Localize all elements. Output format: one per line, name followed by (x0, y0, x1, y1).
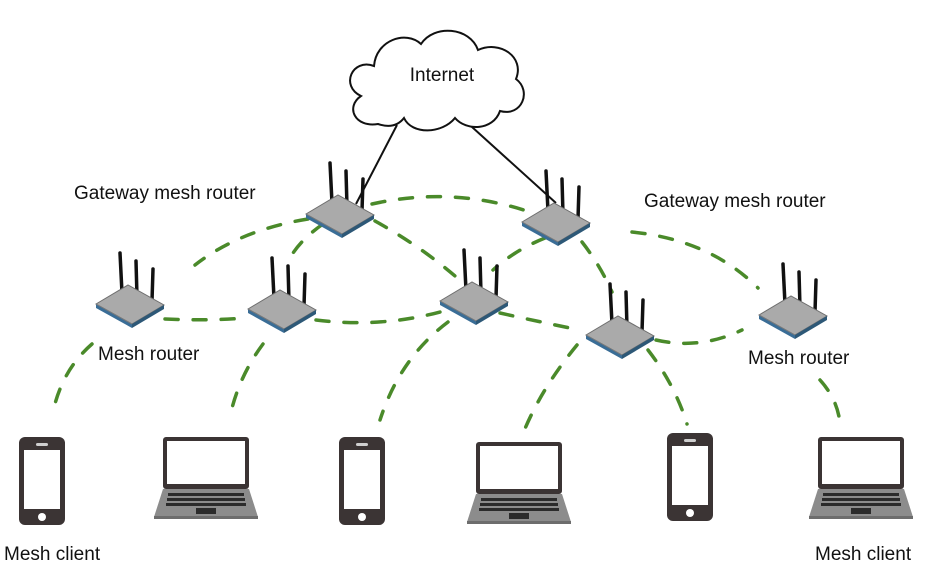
smartphone-icon (339, 437, 385, 525)
link-gw1-mr3 (373, 219, 457, 278)
link-gw2-mr5 (630, 230, 760, 290)
wireless-links (51, 194, 842, 438)
internet-label: Internet (410, 65, 475, 86)
mesh-router-3 (438, 248, 510, 327)
laptop-icon (154, 437, 258, 519)
link-mr4-client5 (646, 348, 689, 426)
mesh-router-right-label: Mesh router (748, 348, 850, 369)
link-mr1-mr2 (163, 316, 247, 322)
wireless-router-icon (757, 262, 829, 341)
link-mr4-mr5 (654, 328, 744, 346)
wireless-router-icon (438, 248, 510, 327)
mesh-client-right-label: Mesh client (815, 544, 912, 565)
link-mr2-client2 (229, 342, 265, 414)
wireless-router-icon (304, 161, 376, 240)
wireless-router-icon (584, 282, 656, 361)
link-gw1-mr1 (193, 217, 310, 267)
laptop-icon (809, 437, 913, 519)
wireless-router-icon (246, 256, 318, 335)
link-mr5-client6 (818, 378, 842, 426)
link-mr3-client3 (378, 320, 450, 422)
mesh-router-left-label: Mesh router (98, 344, 200, 365)
gateway-router-right-label: Gateway mesh router (644, 191, 826, 212)
link-gw2-mr4 (580, 240, 614, 294)
gateway-router-left-label: Gateway mesh router (74, 183, 256, 204)
gateway-router-left (304, 161, 376, 240)
wireless-router-icon (94, 251, 166, 330)
link-mr2-mr3 (314, 310, 442, 325)
link-mr4-client4 (520, 343, 579, 438)
link-gw2-mr3 (491, 236, 547, 272)
mesh-router-4 (584, 282, 656, 361)
cloud-icon: Internet (349, 29, 525, 132)
laptop-icon (467, 442, 571, 524)
mesh-router-2 (246, 256, 318, 335)
link-mr1-client1 (51, 342, 94, 414)
link-gw1-mr2 (288, 222, 325, 260)
mesh-router-5 (757, 262, 829, 341)
mesh-client-left-label: Mesh client (4, 544, 101, 565)
smartphone-icon (667, 433, 713, 521)
mesh-router-1 (94, 251, 166, 330)
link-mr3-mr4 (498, 311, 582, 332)
smartphone-icon (19, 437, 65, 525)
link-gw1-gw2 (370, 194, 532, 214)
